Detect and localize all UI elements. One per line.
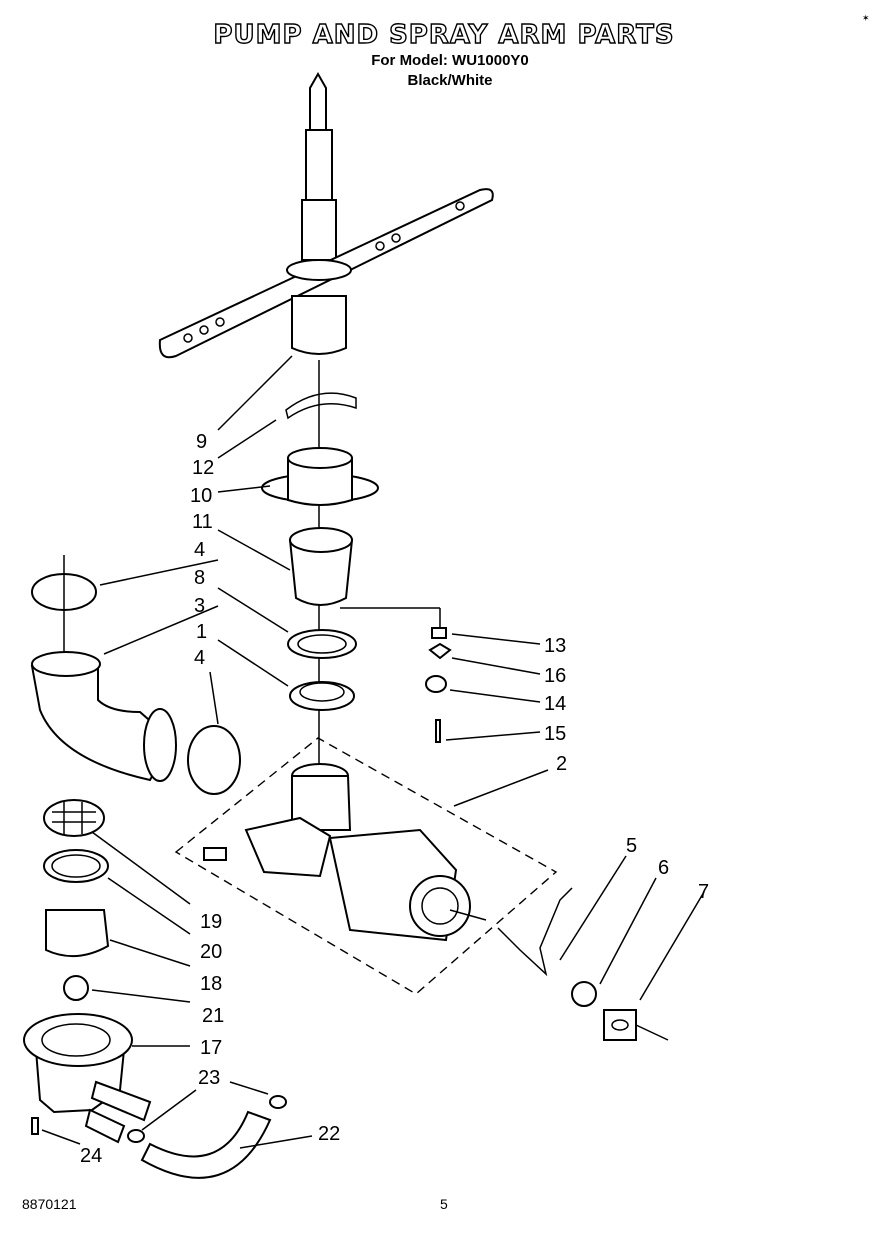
callout-label: 9 — [196, 431, 207, 453]
part-17-sump — [23, 1013, 152, 1144]
page-title: PUMP AND SPRAY ARM PARTS — [213, 19, 675, 50]
callout-label: 16 — [544, 665, 566, 687]
callout-label: 10 — [190, 485, 212, 507]
callout-label: 12 — [192, 457, 214, 479]
spray-arm-assembly — [158, 71, 494, 359]
callout-label: 13 — [544, 635, 566, 657]
corner-mark-icon: ✶ — [862, 14, 870, 24]
model-line: For Model: WU1000Y0 — [371, 52, 529, 69]
part-11-cup — [288, 527, 354, 606]
callout-label: 18 — [200, 973, 222, 995]
callout-label: 7 — [698, 881, 709, 903]
callout-label: 23 — [198, 1067, 220, 1089]
callout-label: 6 — [658, 857, 669, 879]
callout-label: 17 — [200, 1037, 222, 1059]
doc-code: 8870121 — [22, 1196, 77, 1212]
callout-label: 2 — [556, 753, 567, 775]
part-10-sleeve — [261, 447, 379, 506]
leader-lines — [41, 355, 705, 1149]
callout-label: 8 — [194, 567, 205, 589]
callout-label: 11 — [192, 511, 213, 533]
page-number: 5 — [440, 1196, 448, 1212]
callout-labels: 9 12 10 11 4 8 3 1 4 13 16 14 15 2 5 6 7… — [80, 431, 709, 1167]
callout-label: 22 — [318, 1123, 340, 1145]
callout-label: 1 — [196, 621, 207, 643]
part-2-pump-motor — [203, 763, 487, 942]
callout-label: 4 — [194, 539, 205, 561]
callout-label: 15 — [544, 723, 566, 745]
callout-label: 5 — [626, 835, 637, 857]
part-3-elbow — [30, 651, 177, 782]
callout-label: 21 — [202, 1005, 224, 1027]
callout-label: 24 — [80, 1145, 102, 1167]
callout-label: 14 — [544, 693, 566, 715]
callout-label: 20 — [200, 941, 222, 963]
color-line: Black/White — [407, 72, 493, 89]
callout-label: 19 — [200, 911, 222, 933]
callout-label: 3 — [194, 595, 205, 617]
callout-label: 4 — [194, 647, 205, 669]
